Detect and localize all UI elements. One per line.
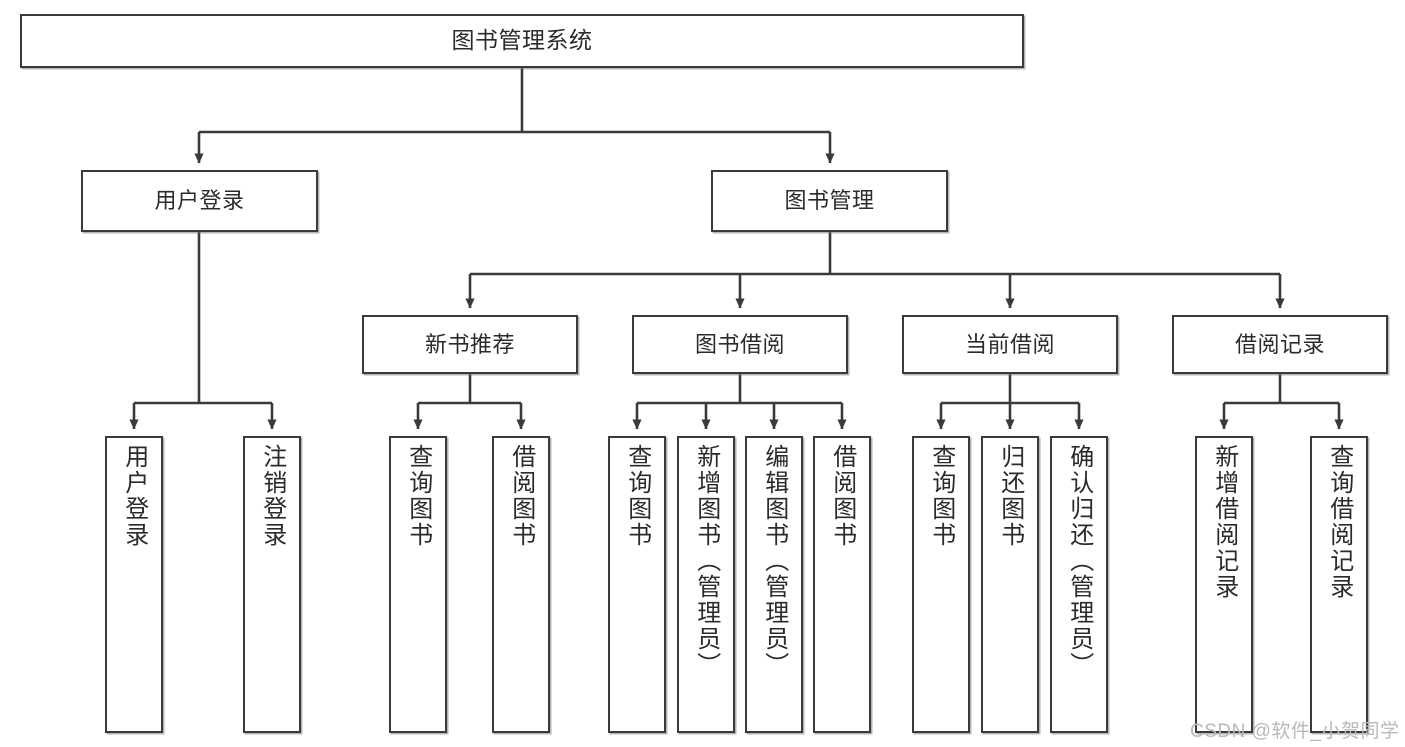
leaf-confirm-return-admin[interactable]: 确认归还（管理员） bbox=[1050, 436, 1108, 733]
node-label: 确认归还（管理员） bbox=[1065, 444, 1093, 678]
leaf-query-book-new[interactable]: 查询图书 bbox=[389, 436, 447, 733]
node-label: 新增图书（管理员） bbox=[692, 444, 720, 678]
leaf-query-book-borrow[interactable]: 查询图书 bbox=[608, 436, 666, 733]
node-new-book-recommend[interactable]: 新书推荐 bbox=[362, 315, 578, 374]
leaf-query-book-current[interactable]: 查询图书 bbox=[912, 436, 970, 733]
node-label: 查询图书 bbox=[927, 444, 955, 548]
leaf-edit-book-admin[interactable]: 编辑图书（管理员） bbox=[745, 436, 803, 733]
node-label: 查询图书 bbox=[404, 444, 432, 548]
node-root-system[interactable]: 图书管理系统 bbox=[20, 14, 1024, 68]
node-label: 编辑图书（管理员） bbox=[760, 444, 788, 678]
node-borrow-record[interactable]: 借阅记录 bbox=[1172, 315, 1388, 374]
node-label: 用户登录 bbox=[154, 188, 245, 214]
node-label: 借阅图书 bbox=[507, 444, 535, 548]
node-label: 新增借阅记录 bbox=[1210, 444, 1238, 600]
node-label: 查询借阅记录 bbox=[1325, 444, 1353, 600]
node-current-borrow[interactable]: 当前借阅 bbox=[902, 315, 1118, 374]
leaf-add-borrow-record[interactable]: 新增借阅记录 bbox=[1195, 436, 1253, 733]
node-label: 查询图书 bbox=[623, 444, 651, 548]
node-label: 注销登录 bbox=[258, 444, 286, 548]
leaf-borrow-book[interactable]: 借阅图书 bbox=[813, 436, 871, 733]
node-label: 图书管理系统 bbox=[451, 27, 593, 54]
node-book-borrow[interactable]: 图书借阅 bbox=[632, 315, 848, 374]
leaf-user-login[interactable]: 用户登录 bbox=[105, 436, 163, 733]
node-label: 借阅记录 bbox=[1234, 331, 1325, 357]
leaf-borrow-book-new[interactable]: 借阅图书 bbox=[492, 436, 550, 733]
node-label: 归还图书 bbox=[996, 444, 1024, 548]
node-label: 当前借阅 bbox=[964, 331, 1055, 357]
leaf-add-book-admin[interactable]: 新增图书（管理员） bbox=[677, 436, 735, 733]
node-book-management[interactable]: 图书管理 bbox=[711, 170, 948, 232]
node-label: 图书借阅 bbox=[694, 331, 785, 357]
node-label: 图书管理 bbox=[784, 188, 875, 214]
leaf-logout[interactable]: 注销登录 bbox=[243, 436, 301, 733]
node-label: 用户登录 bbox=[120, 444, 148, 548]
node-label: 新书推荐 bbox=[424, 331, 515, 357]
leaf-return-book[interactable]: 归还图书 bbox=[981, 436, 1039, 733]
leaf-query-borrow-record[interactable]: 查询借阅记录 bbox=[1310, 436, 1368, 733]
node-label: 借阅图书 bbox=[828, 444, 856, 548]
node-user-login[interactable]: 用户登录 bbox=[81, 170, 318, 232]
csdn-watermark: CSDN @软件_小贺同学 bbox=[1190, 721, 1400, 742]
